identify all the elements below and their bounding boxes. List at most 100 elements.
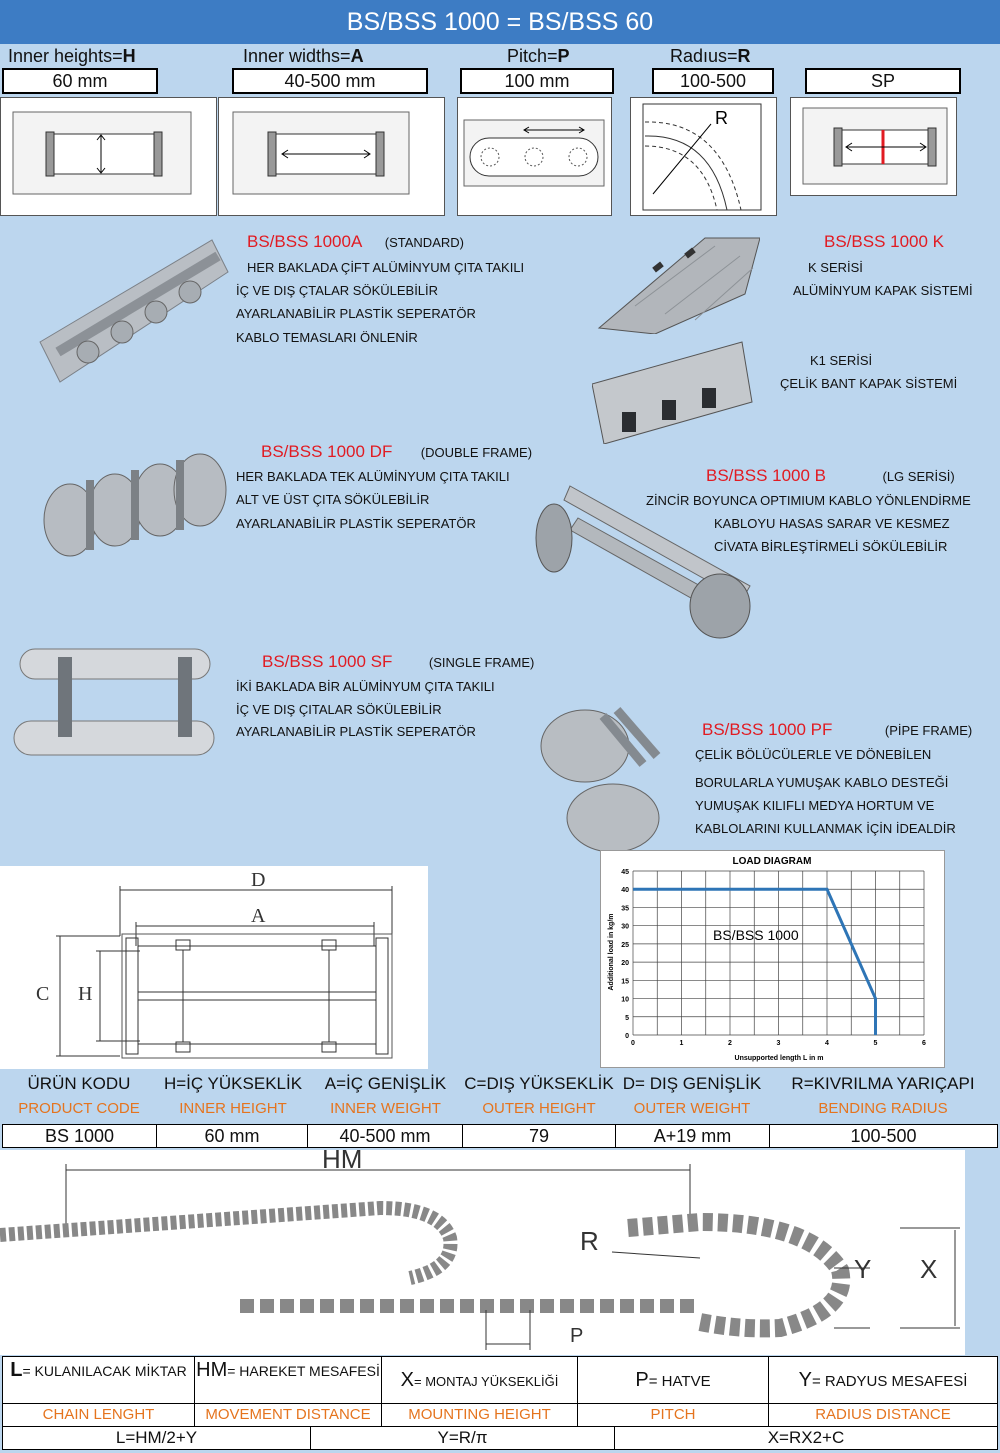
- spec-header-cell: A=İÇ GENİŞLİK: [324, 1074, 447, 1093]
- diagram-label-x: X: [920, 1254, 937, 1284]
- product-name: BS/BSS 1000 PF: [702, 720, 833, 739]
- value-inner-height: 60 mm: [2, 68, 158, 94]
- legend-p: P= HATVE: [577, 1356, 769, 1404]
- product-tag: (LG SERİSİ): [882, 469, 955, 484]
- legend-en-p: PITCH: [577, 1403, 769, 1427]
- product-1000a-line: AYARLANABİLİR PLASTİK SEPERATÖR: [236, 306, 476, 321]
- product-k-line: ALÜMİNYUM KAPAK SİSTEMİ: [793, 283, 973, 298]
- chart-xtick-label: 3: [777, 1040, 781, 1047]
- product-df-image: [43, 453, 227, 557]
- load-diagram-chart: LOAD DIAGRAM Unsupported length L in m A…: [608, 856, 926, 1062]
- dimension-drawing: D A C H: [0, 866, 428, 1069]
- dim-label-a: A: [251, 905, 266, 927]
- product-sf: BS/BSS 1000 SF (SINGLE FRAME): [262, 652, 534, 672]
- product-k-line: K SERİSİ: [808, 260, 863, 275]
- formula-y: Y=R/π: [310, 1426, 615, 1450]
- chart-ytick-label: 0: [625, 1033, 629, 1040]
- chart-ytick-label: 25: [621, 942, 629, 949]
- legend-x: X= MONTAJ YÜKSEKLİĞİ: [381, 1356, 578, 1404]
- spec-value-cell: 40-500 mm: [307, 1124, 463, 1148]
- pitch-image: [457, 97, 612, 216]
- product-1000a-line: KABLO TEMASLARI ÖNLENİR: [236, 330, 418, 345]
- product-b-image: [535, 485, 751, 639]
- legend-en-hm: MOVEMENT DISTANCE: [194, 1403, 382, 1427]
- product-pf: BS/BSS 1000 PF (PİPE FRAME): [702, 720, 972, 740]
- legend-hm: HM= HAREKET MESAFESİ: [194, 1356, 382, 1404]
- chain-front-width-icon: [232, 111, 410, 195]
- legend-en-y: RADIUS DISTANCE: [768, 1403, 998, 1427]
- diagram-label-y: Y: [854, 1254, 871, 1284]
- chain-movement-diagram: HM R Y X P: [0, 1144, 965, 1355]
- spec-subheader-cell: BENDING RADIUS: [818, 1100, 948, 1117]
- spec-value-cell: 79: [462, 1124, 616, 1148]
- chart-ytick-label: 40: [621, 887, 629, 894]
- spec-value-cell: 100-500: [769, 1124, 998, 1148]
- spec-header-cell: ÜRÜN KODU: [27, 1074, 131, 1093]
- spec-subheader-cell: OUTER HEIGHT: [482, 1100, 596, 1117]
- dim-label-d: D: [251, 869, 265, 891]
- product-name: BS/BSS 1000 DF: [261, 442, 393, 461]
- title-left: BS/BSS 1000 =: [346, 8, 529, 36]
- value-pitch: 100 mm: [460, 68, 614, 94]
- dim-label-c: C: [36, 983, 49, 1005]
- product-sf-image: [13, 648, 215, 756]
- value-inner-width: 40-500 mm: [232, 68, 428, 94]
- spec-header-cell: H=İÇ YÜKSEKLİK: [163, 1074, 303, 1093]
- product-pf-line: BORULARLA YUMUŞAK KABLO DESTEĞİ: [695, 775, 949, 790]
- chart-xtick-label: 0: [631, 1040, 635, 1047]
- product-pf-image: [540, 707, 661, 853]
- spec-value-cell: A+19 mm: [615, 1124, 770, 1148]
- product-df: BS/BSS 1000 DF (DOUBLE FRAME): [261, 442, 532, 462]
- product-sf-line: İKİ BAKLADA BİR ALÜMİNYUM ÇITA TAKILI: [236, 679, 495, 694]
- spec-subheader-cell: INNER HEIGHT: [179, 1100, 287, 1117]
- legend-l: L= KULANILACAK MİKTAR: [2, 1356, 195, 1404]
- sp-image: [790, 97, 957, 196]
- title-right: BS/BSS 60: [528, 8, 654, 36]
- spec-header-cell: C=DIŞ YÜKSEKLİK: [464, 1074, 614, 1093]
- spec-subheader-cell: INNER WEIGHT: [330, 1100, 441, 1117]
- label-pitch: Pitch=P: [507, 46, 570, 66]
- spec-value-cell: 60 mm: [156, 1124, 308, 1148]
- chart-ytick-label: 15: [621, 978, 629, 985]
- label-inner-height: Inner heights=H: [8, 46, 136, 66]
- page-title: BS/BSS 1000 = BS/BSS 60: [0, 0, 1000, 44]
- product-pf-line: YUMUŞAK KILIFLI MEDYA HORTUM VE: [695, 798, 935, 813]
- product-b-line: CİVATA BİRLEŞTİRMELİ SÖKÜLEBİLİR: [714, 539, 948, 554]
- value-sp: SP: [805, 68, 961, 94]
- chart-ytick-label: 30: [621, 924, 629, 931]
- product-1000a-line: HER BAKLADA ÇİFT ALÜMİNYUM ÇITA TAKILI: [247, 260, 525, 275]
- label-inner-width: Inner widths=A: [243, 46, 364, 66]
- product-sf-line: AYARLANABİLİR PLASTİK SEPERATÖR: [236, 724, 476, 739]
- product-df-line: ALT VE ÜST ÇITA SÖKÜLEBİLİR: [236, 492, 430, 507]
- inner-width-image: [218, 97, 445, 216]
- chart-xtick-label: 2: [728, 1040, 732, 1047]
- chart-ylabel: Additional load in kg/m: [608, 914, 615, 991]
- product-k-image: [597, 237, 760, 334]
- chain-front-sp-icon: [802, 107, 948, 185]
- product-k1-image: [592, 341, 753, 444]
- product-k1-line: K1 SERİSİ: [810, 353, 873, 368]
- product-k-name: BS/BSS 1000 K: [824, 232, 945, 251]
- dim-label-h: H: [78, 983, 92, 1005]
- product-1000a-line: İÇ VE DIŞ ÇTALAR SÖKÜLEBİLİR: [236, 283, 439, 298]
- chart-xlabel: Unsupported length L in m: [735, 1055, 824, 1062]
- chart-series-line: [633, 887, 877, 1035]
- chart-xtick-label: 4: [825, 1040, 829, 1047]
- product-1000a-image: [39, 239, 229, 383]
- label-radius: Radıus=R: [670, 46, 751, 66]
- value-radius: 100-500: [652, 68, 774, 94]
- product-b-line: ZİNCİR BOYUNCA OPTIMIUM KABLO YÖNLENDİRM…: [646, 493, 971, 508]
- spec-value-cell: BS 1000: [2, 1124, 157, 1148]
- spec-header-cell: R=KIVRILMA YARIÇAPI: [791, 1074, 975, 1093]
- product-name: BS/BSS 1000 B: [706, 466, 827, 485]
- product-sf-line: İÇ VE DIŞ ÇITALAR SÖKÜLEBİLİR: [236, 702, 442, 717]
- diagram-label-p: P: [570, 1325, 583, 1347]
- chart-xtick-label: 6: [922, 1040, 926, 1047]
- inner-height-image: [0, 97, 217, 216]
- chart-title: LOAD DIAGRAM: [733, 856, 812, 867]
- chain-front-height-icon: [12, 111, 192, 195]
- product-tag: (DOUBLE FRAME): [420, 445, 533, 460]
- formula-l: L=HM/2+Y: [2, 1426, 311, 1450]
- chain-side-pitch-icon: [463, 119, 605, 187]
- chart-xtick-label: 5: [874, 1040, 878, 1047]
